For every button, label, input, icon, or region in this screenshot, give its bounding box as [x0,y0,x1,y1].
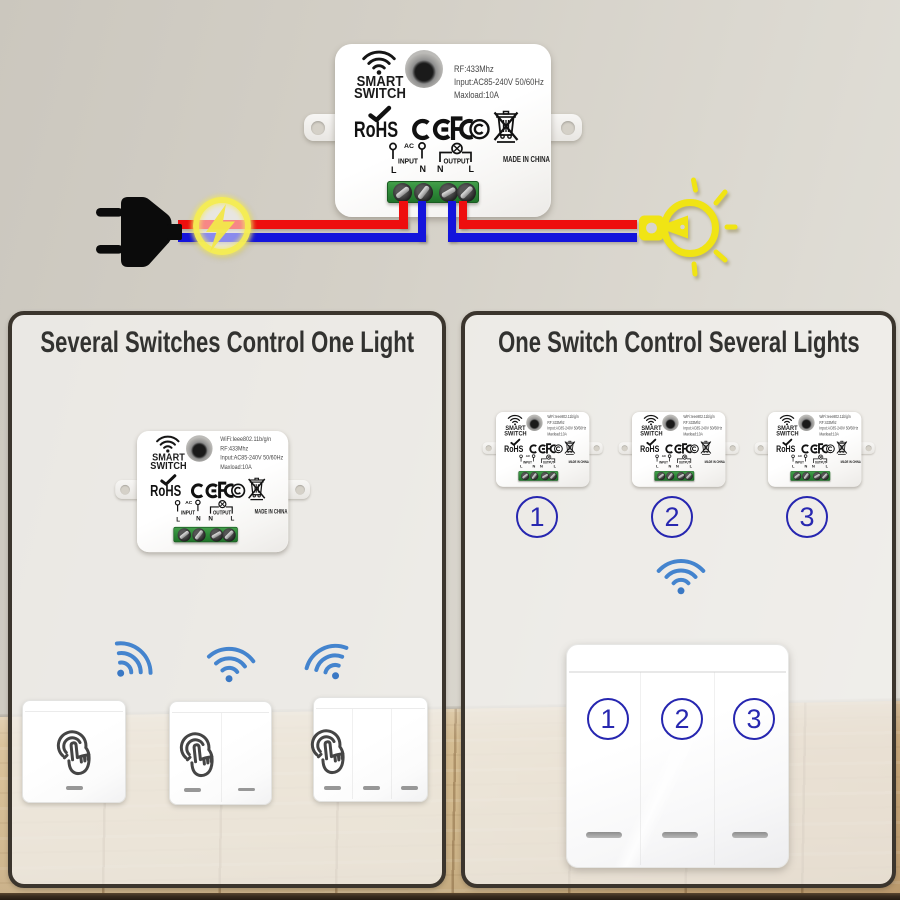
svg-text:N: N [420,164,427,174]
svg-text:L: L [391,165,397,175]
svg-text:AC: AC [526,454,530,458]
svg-text:OUTPUT: OUTPUT [444,157,470,166]
svg-text:AC: AC [662,454,666,458]
svg-text:AC: AC [798,454,802,458]
svg-text:L: L [792,464,795,469]
svg-text:INPUT: INPUT [523,461,532,465]
svg-text:L: L [690,463,693,468]
svg-text:L: L [826,463,829,468]
svg-text:INPUT: INPUT [181,511,196,517]
svg-text:N: N [196,516,201,523]
svg-text:N: N [533,463,536,468]
svg-text:INPUT: INPUT [795,461,804,465]
svg-text:N: N [676,463,679,468]
svg-text:AC: AC [185,500,193,505]
svg-text:L: L [176,516,180,523]
svg-text:OUTPUT: OUTPUT [543,461,554,465]
svg-text:INPUT: INPUT [398,157,418,166]
svg-text:L: L [469,164,475,174]
svg-text:L: L [520,464,523,469]
svg-text:INPUT: INPUT [659,461,668,465]
svg-text:N: N [669,463,672,468]
svg-text:OUTPUT: OUTPUT [679,461,690,465]
svg-text:AC: AC [404,143,414,150]
svg-text:OUTPUT: OUTPUT [815,461,826,465]
svg-text:L: L [554,463,557,468]
svg-text:OUTPUT: OUTPUT [213,511,232,517]
svg-text:N: N [812,463,815,468]
svg-text:L: L [656,464,659,469]
svg-text:N: N [805,463,808,468]
svg-text:N: N [540,463,543,468]
svg-text:N: N [437,164,444,174]
svg-text:L: L [230,516,234,523]
svg-text:N: N [208,516,213,523]
